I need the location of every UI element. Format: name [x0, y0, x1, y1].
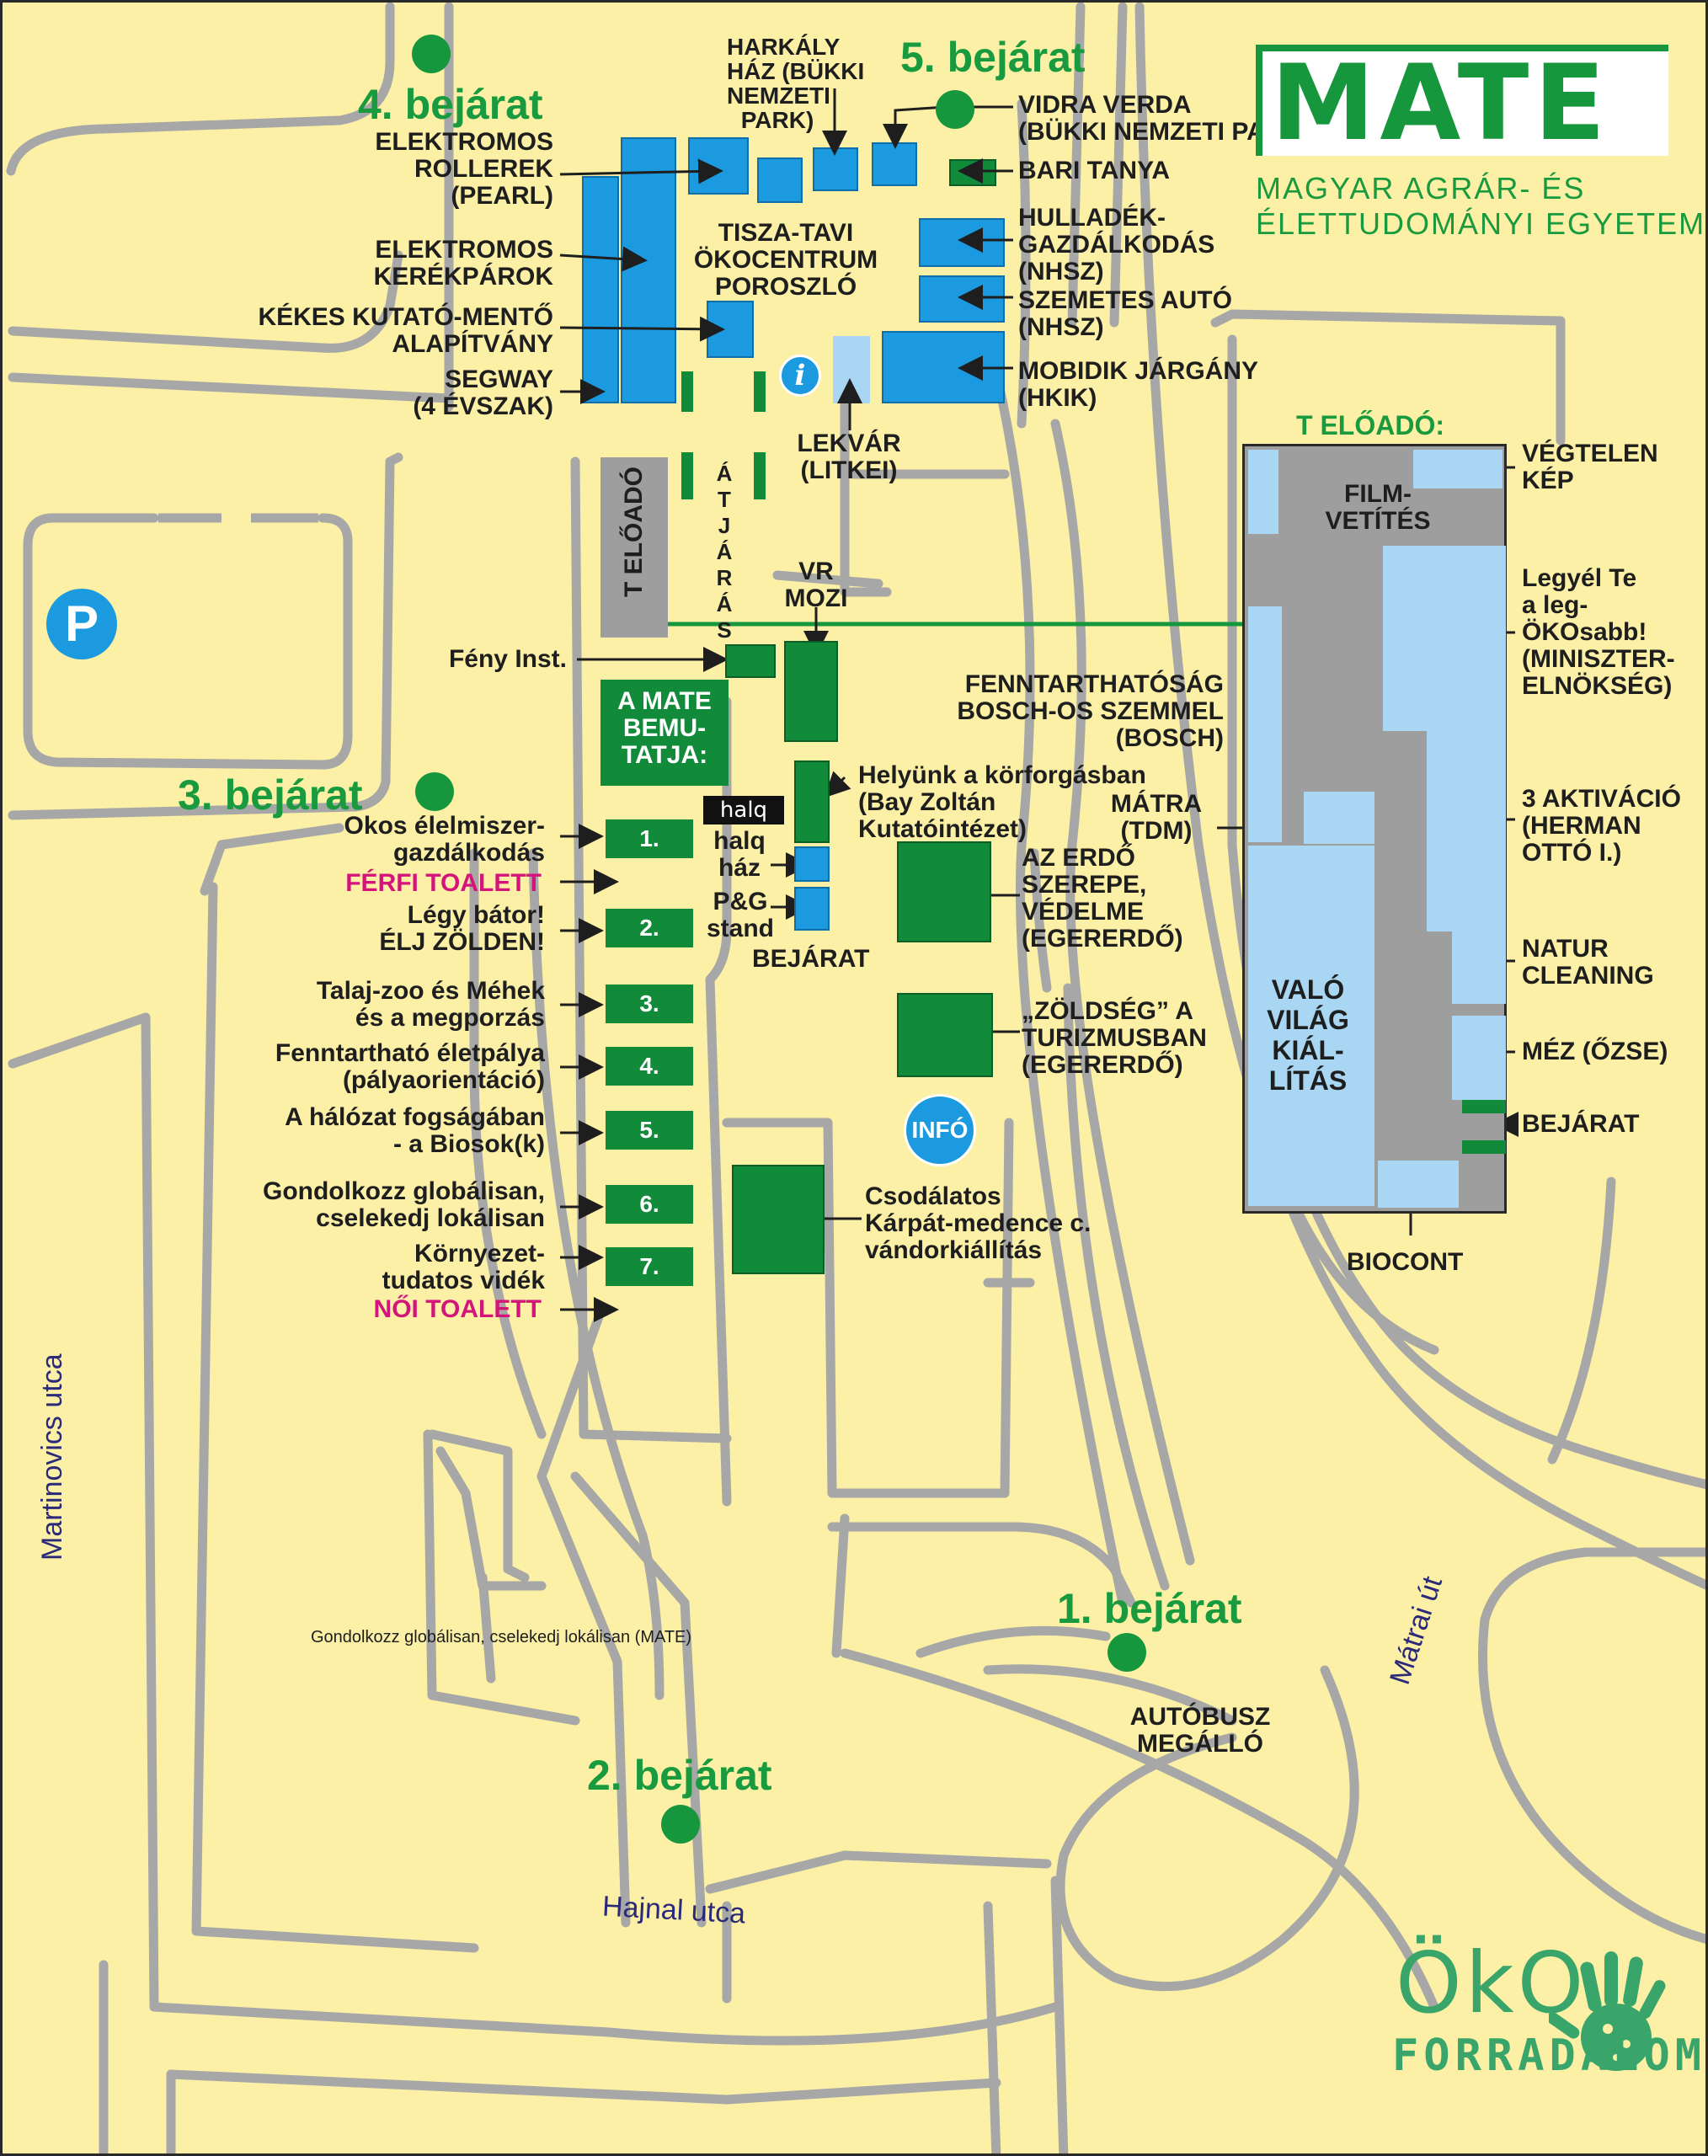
label-mate-bemutatja: A MATE BEMU- TATJA: [617, 687, 712, 769]
entrance-3-dot[interactable] [415, 772, 454, 811]
forradalom-logo-word: FORRADALOM [1392, 2031, 1707, 2081]
entrance-2-dot[interactable] [661, 1805, 700, 1844]
booth-elektromos-block-1 [582, 176, 619, 403]
label-halq-haz: halq ház [713, 827, 766, 882]
label-segway: SEGWAY (4 ÉVSZAK) [413, 366, 553, 420]
passage-marker-1 [681, 371, 693, 412]
university-name-line1: MAGYAR AGRÁR- ÉS [1256, 171, 1586, 205]
label-matra-tdm: MÁTRA (TDM) [1110, 790, 1203, 845]
label-valo-vilag: VALÓ VILÁG KIÁL- LÍTÁS [1267, 974, 1349, 1096]
mate-program-label-2: Légy bátor! ÉLJ ZÖLDEN! [379, 901, 545, 956]
entrance-1-label: 1. bejárat [1057, 1585, 1242, 1632]
hand-leaf-icon [1549, 1951, 1666, 2071]
mate-program-number-3: 3. [606, 985, 693, 1023]
label-tisza: TISZA-TAVI ÖKOCENTRUM POROSZLÓ [693, 219, 878, 301]
info-icon[interactable]: i [779, 355, 821, 397]
label-t-eloado-vertical: T ELŐADÓ [620, 467, 648, 597]
label-bari: BARI TANYA [1018, 157, 1171, 184]
passage-marker-3 [681, 452, 693, 499]
mate-program-number-4: 4. [606, 1047, 693, 1086]
label-bejarat-middle: BEJÁRAT [752, 945, 870, 973]
label-szemetes: SZEMETES AUTÓ (NHSZ) [1018, 286, 1232, 341]
label-natur: NATUR CLEANING [1522, 935, 1654, 990]
label-pg-stand: P&G stand [706, 888, 774, 942]
booth-helyunk [794, 760, 830, 843]
label-biocont: BIOCONT [1347, 1248, 1464, 1276]
mate-program-number-6: 6. [606, 1185, 693, 1224]
mate-program-label-6: Gondolkozz globálisan, cselekedj lokális… [262, 1177, 545, 1232]
entrance-4-label: 4. bejárat [358, 81, 543, 128]
passage-marker-4 [754, 452, 766, 499]
label-helyunk: Helyünk a körforgásban (Bay Zoltán Kutat… [858, 761, 1146, 843]
label-erdo: AZ ERDŐ SZEREPE, VÉDELME (EGERERDŐ) [1022, 844, 1183, 953]
t-eloado-hall [1242, 444, 1507, 1214]
mate-program-number-7: 7. [606, 1247, 693, 1286]
booth-harkaly-small [757, 157, 803, 203]
booth-halq-haz [794, 846, 830, 882]
label-hulladek: HULLADÉK- GAZDÁLKODÁS (NHSZ) [1018, 204, 1215, 286]
mate-program-label-5: A hálózat fogságában - a Biosok(k) [285, 1103, 545, 1158]
label-hall-bejarat: BEJÁRAT [1522, 1110, 1640, 1138]
booth-erdo [897, 841, 991, 942]
booth-pg-stand [794, 887, 830, 931]
booth-zoldseg [897, 993, 993, 1077]
label-lekvar: LEKVÁR (LITKEI) [797, 430, 901, 484]
label-vr-mozi: VR MOZI [784, 558, 848, 612]
mate-program-number-1: 1. [606, 819, 693, 858]
label-csodalatos: Csodálatos Kárpát-medence c. vándorkiáll… [865, 1182, 1092, 1264]
booth-feny [725, 644, 776, 678]
street-martinovics: Martinovics utca [36, 1353, 68, 1561]
entrance-3-label: 3. bejárat [178, 771, 363, 819]
caption-gondolkozz: Gondolkozz globálisan, cselekedj lokális… [311, 1628, 692, 1646]
label-film: FILM- VETÍTÉS [1325, 480, 1431, 535]
mate-program-label-3: Talaj-zoo és Méhek és a megporzás [316, 977, 545, 1032]
label-fenntarthatosag: FENNTARTHATÓSÁG BOSCH-OS SZEMMEL (BOSCH) [957, 670, 1224, 752]
label-hall-title: T ELŐADÓ: [1296, 410, 1444, 440]
t-eloado-building [600, 457, 668, 638]
pointer-arrows [559, 88, 1519, 1322]
entrance-2-label: 2. bejárat [587, 1752, 772, 1799]
mate-logo: MATE [1256, 45, 1668, 156]
halq-logo: halq [703, 796, 784, 825]
info-round-icon[interactable]: INFÓ [904, 1094, 976, 1166]
entrance-5-dot[interactable] [936, 90, 974, 129]
booth-vr-mozi [784, 641, 838, 742]
label-ferfi-toalett: FÉRFI TOALETT [345, 869, 542, 897]
label-atjaras: ÁTJÁRÁS [716, 461, 733, 643]
label-mobidik: MOBIDIK JÁRGÁNY (HKIK) [1018, 357, 1259, 412]
entrance-1-dot[interactable] [1108, 1633, 1146, 1672]
label-feny: Fény Inst. [448, 645, 567, 673]
mate-program-label-4: Fenntartható életpálya (pályaorientáció) [275, 1039, 545, 1094]
label-legyel: Legyél Te a leg- ÖKOsabb! (MINISZTER- EL… [1522, 564, 1675, 700]
passage-marker-2 [754, 371, 766, 412]
label-zoldseg: „ZÖLDSÉG” A TURIZMUSBAN (EGERERDŐ) [1022, 997, 1207, 1079]
label-kekes: KÉKES KUTATÓ-MENTŐ ALAPÍTVÁNY [258, 303, 553, 358]
mate-logo-word: MATE [1271, 43, 1611, 164]
mate-program-label-7: Környezet- tudatos vidék [382, 1240, 545, 1294]
booth-csodalatos [732, 1165, 825, 1274]
label-kerekparok: ELEKTROMOS KERÉKPÁROK [373, 236, 553, 291]
mate-program-number-2: 2. [606, 909, 693, 947]
label-autobusz: AUTÓBUSZ MEGÁLLÓ [1129, 1703, 1271, 1758]
entrance-5-label: 5. bejárat [900, 34, 1086, 81]
entrance-4-dot[interactable] [412, 35, 451, 73]
oko-logo-word: ÖkO [1396, 1934, 1588, 2032]
mate-bemutatja-box [600, 680, 729, 786]
parking-icon[interactable]: P [46, 589, 117, 659]
university-name-line2: ÉLETTUDOMÁNYI EGYETEM [1256, 206, 1706, 241]
label-vegtelen: VÉGTELEN KÉP [1522, 440, 1658, 494]
label-mez: MÉZ (ŐZSE) [1522, 1038, 1668, 1065]
label-noi-toalett: NŐI TOALETT [373, 1295, 542, 1323]
mate-program-label-1: Okos élelmiszer- gazdálkodás [344, 812, 545, 867]
mate-program-number-5: 5. [606, 1111, 693, 1150]
label-rollerek: ELEKTROMOS ROLLEREK (PEARL) [375, 128, 553, 210]
label-aktivacio: 3 AKTIVÁCIÓ (HERMAN OTTÓ I.) [1522, 785, 1681, 867]
